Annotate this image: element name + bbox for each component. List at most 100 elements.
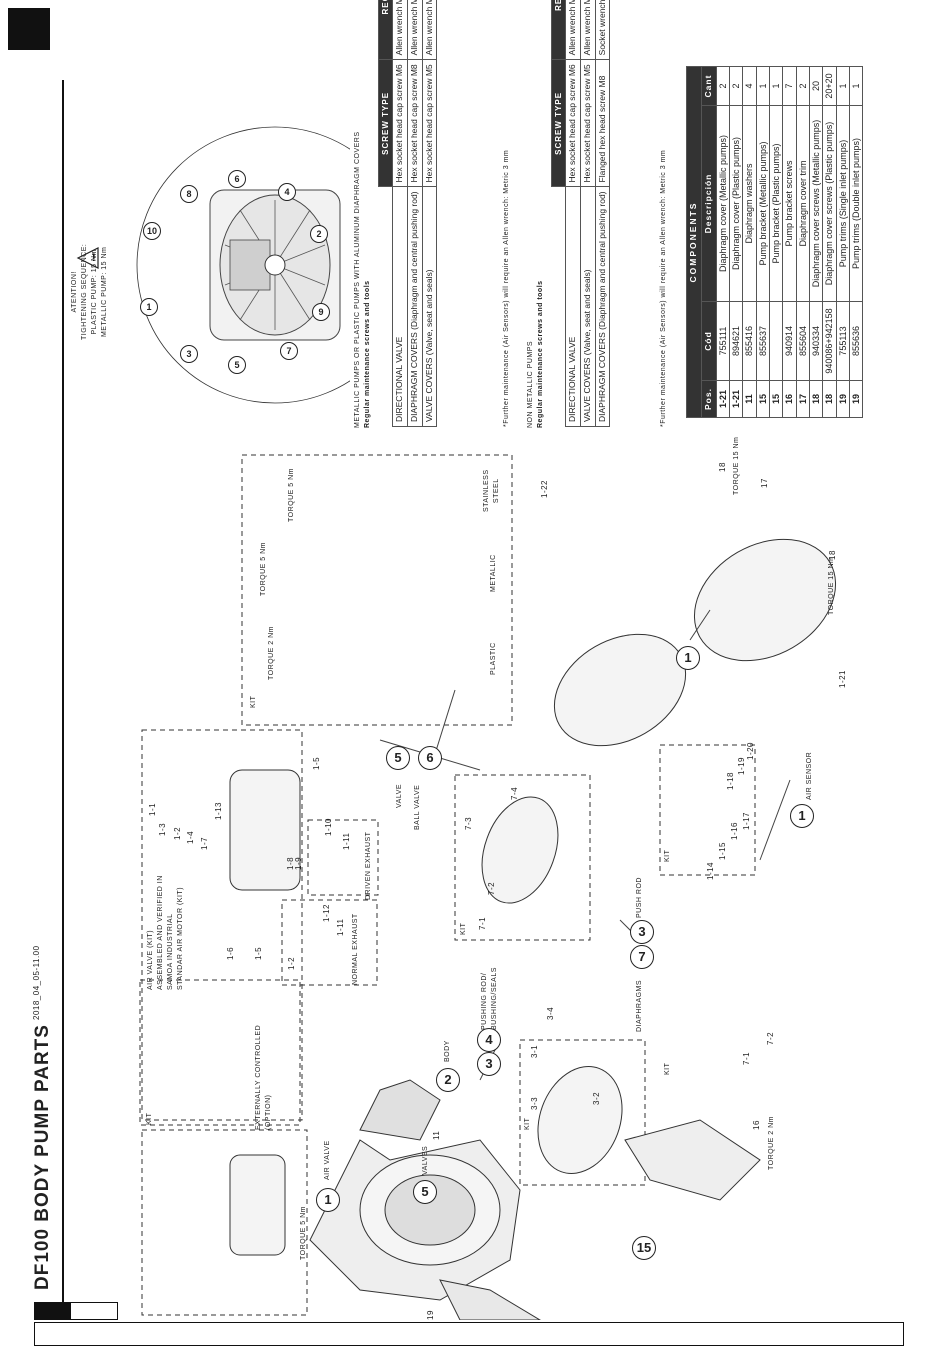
- table-row: VALVE COVERS (Valve, seat and seals) Hex…: [580, 0, 596, 427]
- part-1-12: 1-12: [322, 903, 331, 922]
- cell: Pump trims (Single inlet pumps): [836, 105, 850, 302]
- nonmetallic-heading: NON METALLIC PUMPS: [527, 340, 534, 428]
- part-1-3: 1-3: [158, 822, 167, 836]
- part-1-11b: 1-11: [342, 832, 351, 850]
- cell: 1: [769, 66, 783, 106]
- cell: Pump bracket (Plastic pumps): [769, 105, 783, 302]
- page-number-block: [34, 1302, 70, 1320]
- cell: 16: [782, 380, 797, 418]
- cell: Hex socket head cap screw M5: [422, 59, 437, 187]
- externally-controlled-label: EXTERNALLY CONTROLLED (OPTION): [254, 1025, 274, 1130]
- components-title: COMPONENTS: [686, 66, 702, 418]
- nonmetallic-col-screw: SCREW TYPE: [551, 59, 566, 187]
- cell: 940914: [782, 301, 797, 381]
- part-7-1b: 7-1: [742, 1051, 751, 1065]
- tightening-diagram: !: [60, 120, 414, 410]
- callout-5-valves: 5: [413, 1180, 437, 1204]
- metallic-col-tool: REQUIRED TOOL: [378, 0, 393, 60]
- sequence-10: 10: [143, 222, 161, 240]
- metallic-table-wrap: SCREW TYPE REQUIRED TOOL DIRECTIONAL VAL…: [378, 0, 437, 427]
- nonmetallic-table: SCREW TYPE REQUIRED TOOL DIRECTIONAL VAL…: [551, 0, 610, 427]
- kit-label-3: KIT: [460, 922, 467, 935]
- tightening-sequence-svg: !: [76, 126, 414, 404]
- cell: 940086+942158: [822, 301, 837, 381]
- cell: 2: [729, 66, 743, 106]
- cell: VALVE COVERS (Valve, seat and seals): [422, 186, 437, 427]
- cell: Socket wrench Metric: 13 mm Standard: 1/…: [595, 0, 610, 60]
- cell: 1: [849, 66, 863, 106]
- callout-15: 15: [632, 1236, 656, 1260]
- normal-exhaust-label: NORMAL EXHAUST: [352, 913, 359, 985]
- air-valve-label: AIR VALVE: [324, 1140, 331, 1180]
- kit-label-1: KIT: [146, 1112, 153, 1125]
- callout-1-air-sensor: 1: [790, 804, 814, 828]
- cell: 855636: [849, 301, 863, 381]
- kit-label-5: KIT: [664, 1062, 671, 1075]
- nonmetallic-subheading: Regular maintenance screws and tools: [537, 280, 544, 428]
- torque-2-label-1: TORQUE 2 Nm: [268, 626, 275, 680]
- sequence-1: 1: [140, 298, 158, 316]
- cell: Allen wrench Metric: 4 mm Standard: 5/32…: [422, 0, 437, 60]
- cell: Pump bracket (Metallic pumps): [756, 105, 770, 302]
- valve-label: VALVE: [396, 783, 403, 808]
- table-row: DIAPHRAGM COVERS (Diaphragm and central …: [407, 0, 423, 427]
- cell: 7: [782, 66, 797, 106]
- part-1-21: 1-21: [838, 669, 847, 688]
- callout-5-valve: 5: [386, 746, 410, 770]
- col-pos: Pos.: [701, 380, 717, 418]
- part-1-6: 1-6: [226, 946, 235, 960]
- part-18a: 18: [718, 462, 727, 472]
- components-table-wrap: COMPONENTS Pos. Cód Descripción Cant 1-2…: [686, 66, 863, 418]
- cell: Diaphragm cover screws (Plastic pumps): [822, 105, 837, 302]
- sequence-9: 9: [312, 303, 330, 321]
- sequence-6: 6: [228, 170, 246, 188]
- cell: Allen wrench Metric: 6 mm Standard: N.A.: [407, 0, 423, 60]
- callout-6-ball-valve: 6: [418, 746, 442, 770]
- part-19: 19: [426, 1310, 435, 1320]
- torque-15-label-1: TORQUE 15 Nm: [733, 436, 740, 495]
- part-1-15: 1-15: [718, 841, 727, 860]
- cell: 17: [796, 380, 810, 418]
- torque-2-label-2: TORQUE 2 Nm: [768, 1116, 775, 1170]
- cell: 894621: [729, 301, 743, 381]
- page-tab: [8, 8, 50, 50]
- cell: 19: [836, 380, 850, 418]
- part-1-2a: 1-2: [173, 826, 182, 840]
- cell: [769, 301, 783, 381]
- nonmetallic-table-wrap: SCREW TYPE REQUIRED TOOL DIRECTIONAL VAL…: [551, 0, 610, 427]
- warning-line-1: ATENTION!: [71, 271, 78, 313]
- part-7-4: 7-4: [510, 786, 519, 800]
- sequence-2: 2: [310, 225, 328, 243]
- push-rod-label: PUSH ROD: [636, 877, 643, 918]
- cell: 15: [769, 380, 783, 418]
- part-1-20: 1-20: [746, 741, 755, 760]
- kit-label-6: KIT: [664, 849, 671, 862]
- callout-4: 4: [477, 1028, 501, 1052]
- pushing-line-1: PUSHING ROD/: [481, 972, 488, 1030]
- valves-label: VALVES: [422, 1145, 429, 1175]
- cell: 11: [742, 380, 757, 418]
- part-16: 16: [752, 1120, 761, 1130]
- air-valve-kit-line-1: AIR VALVE (KIT): [147, 929, 154, 990]
- callout-1-cover: 1: [676, 646, 700, 670]
- stainless-line-1: STAINLESS: [483, 469, 490, 513]
- callout-7: 7: [630, 945, 654, 969]
- warning-line-3: PLASTIC PUMP: 15 Nm: [91, 249, 98, 335]
- sequence-5: 5: [228, 356, 246, 374]
- sequence-3: 3: [180, 345, 198, 363]
- cell: 855637: [756, 301, 770, 381]
- callout-3b: 3: [630, 920, 654, 944]
- callout-1-air-valve: 1: [316, 1188, 340, 1212]
- table-row: DIRECTIONAL VALVE Hex socket head cap sc…: [392, 0, 408, 427]
- cell: DIRECTIONAL VALVE: [565, 186, 581, 427]
- part-3-2: 3-2: [592, 1091, 601, 1105]
- part-1-11a: 1-11: [336, 918, 345, 936]
- warning-text: ATENTION! TIGHTENING SEQUENCE: PLASTIC P…: [70, 244, 110, 340]
- exploded-diagram: [139, 454, 837, 1320]
- cell: VALVE COVERS (Valve, seat and seals): [580, 186, 596, 427]
